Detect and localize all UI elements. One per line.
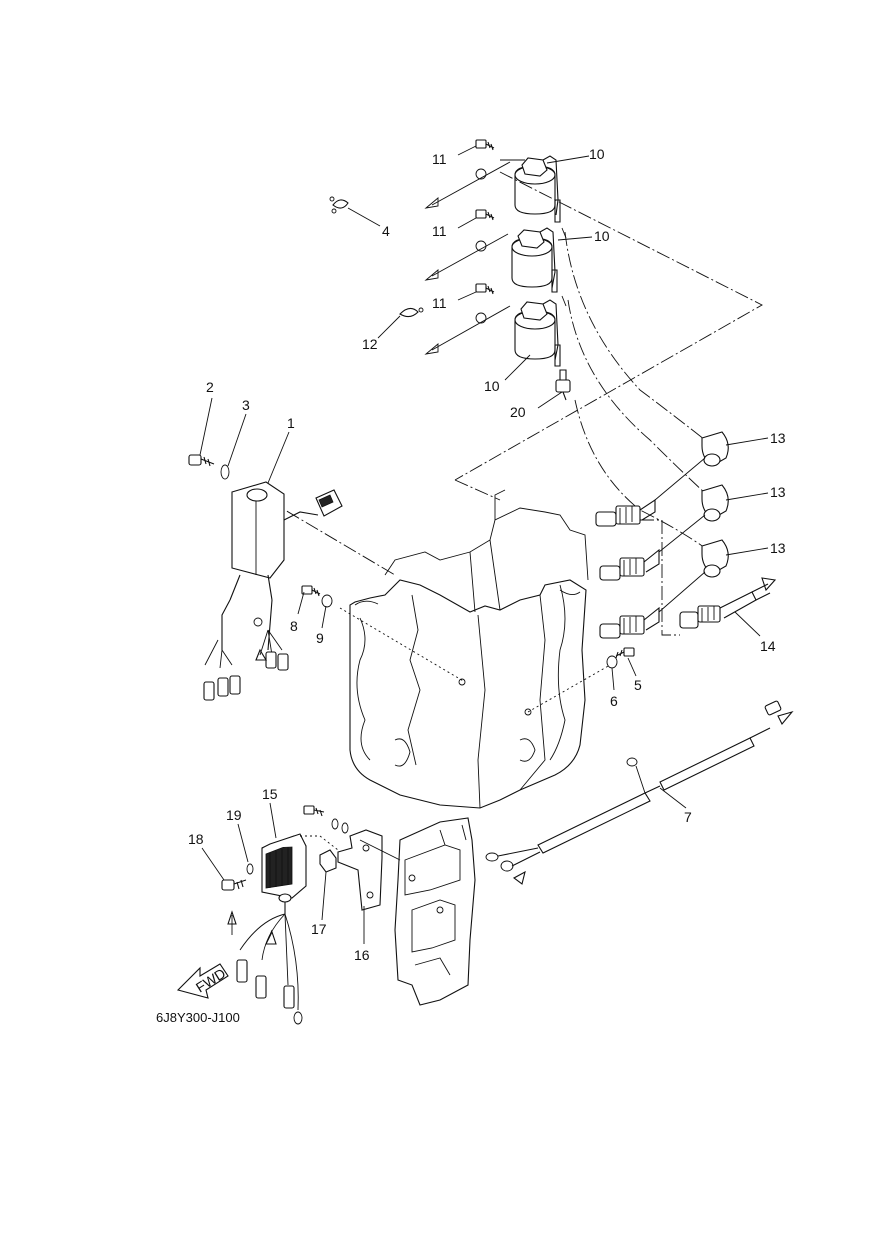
label-14: 14 [760, 638, 776, 654]
clamp-12 [399, 307, 424, 318]
connector-17 [319, 849, 337, 873]
bolt-5 [615, 647, 635, 659]
ignition-coil-bottom [475, 299, 561, 367]
washer-9 [321, 594, 333, 608]
thermoswitch-20 [555, 369, 571, 401]
sensor-14 [679, 577, 777, 629]
rectifier-bolt-18 [221, 879, 247, 891]
bolt-11-top [475, 139, 495, 151]
cdi-bolt-2 [188, 454, 215, 467]
label-11-top: 11 [432, 151, 447, 167]
plug-cap-13-middle [701, 484, 729, 522]
label-8: 8 [290, 618, 298, 634]
high-tension-leads [561, 227, 706, 549]
plug-cap-13-top [701, 431, 729, 467]
label-11-bottom: 11 [432, 295, 447, 311]
label-16: 16 [354, 947, 370, 963]
diagram-code: 6J8Y300-J100 [156, 1010, 240, 1025]
cdi-unit-1 [229, 481, 343, 601]
label-18: 18 [188, 831, 204, 847]
label-3: 3 [242, 397, 250, 413]
label-13-middle: 13 [770, 484, 786, 500]
label-1: 1 [287, 415, 295, 431]
label-2: 2 [206, 379, 214, 395]
rectifier-15 [261, 833, 307, 914]
leader-lines [199, 145, 769, 944]
bracket-16 [337, 829, 383, 911]
label-13-top: 13 [770, 430, 786, 446]
rectifier-washer-19 [246, 863, 254, 875]
bolt-11-bottom [475, 283, 495, 295]
rectifier-harness [227, 910, 303, 1025]
cdi-harness [203, 599, 289, 701]
bracket-bolts [300, 805, 401, 861]
cdi-washer-3 [220, 464, 230, 480]
spark-plug-top [595, 498, 656, 527]
ignition-coil-middle [475, 227, 558, 293]
coil-ground-leads [424, 161, 511, 355]
label-17: 17 [311, 921, 327, 937]
label-7: 7 [684, 809, 692, 825]
label-20: 20 [510, 404, 526, 420]
label-12: 12 [362, 336, 378, 352]
plug-cap-13-bottom [701, 539, 729, 578]
cable-7 [485, 700, 794, 885]
label-10-top: 10 [589, 146, 605, 162]
label-15: 15 [262, 786, 278, 802]
label-10-bottom: 10 [484, 378, 500, 394]
spark-plug-middle [599, 548, 660, 581]
plug-to-cap-lines [654, 457, 706, 613]
washer-6 [606, 655, 618, 669]
clamp-4 [329, 196, 349, 214]
label-6: 6 [610, 693, 618, 709]
spark-plug-bottom [599, 606, 660, 639]
fwd-arrow-icon: FWD [176, 963, 229, 999]
electrical-bracket [394, 817, 476, 1006]
bolt-11-middle [475, 209, 495, 221]
label-4: 4 [382, 223, 390, 239]
reference-lines [267, 171, 763, 713]
label-13-bottom: 13 [770, 540, 786, 556]
label-10-middle: 10 [594, 228, 610, 244]
label-11-middle: 11 [432, 223, 447, 239]
label-9: 9 [316, 630, 324, 646]
label-5: 5 [634, 677, 642, 693]
engine-block [349, 489, 589, 809]
label-19: 19 [226, 807, 242, 823]
bolt-8 [301, 585, 321, 597]
